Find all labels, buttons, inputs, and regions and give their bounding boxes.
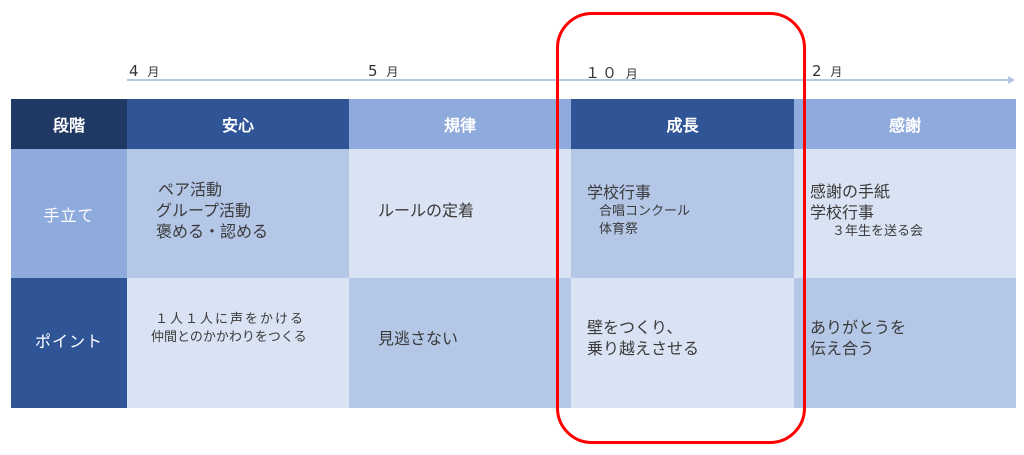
header-kiritsu: 規律 (349, 99, 571, 149)
month-label-april: 4 月 (129, 62, 162, 80)
header-stage: 段階 (11, 99, 127, 149)
row-label-point: ポイント (11, 278, 127, 408)
timeline-axis (127, 79, 1009, 81)
month-label-october: １０ 月 (585, 64, 640, 82)
row-label-tedate: 手立て (11, 149, 127, 278)
cell-tedate-anshin: ペア活動 グループ活動 褒める・認める (127, 149, 349, 278)
cell-point-seicho: 壁をつくり、 乗り越えさせる (571, 278, 794, 408)
cell-point-kansha: ありがとうを 伝え合う (794, 278, 1016, 408)
header-seicho: 成長 (571, 99, 794, 149)
month-label-february: 2 月 (812, 62, 845, 80)
cell-point-anshin: １人１人に声をかける 仲間とのかかわりをつくる (127, 278, 349, 408)
cell-tedate-seicho: 学校行事 合唱コンクール 体育祭 (571, 149, 794, 278)
cell-tedate-kansha: 感謝の手紙 学校行事 ３年生を送る会 (794, 149, 1016, 278)
arrow-right-icon (1008, 76, 1015, 84)
header-kansha: 感謝 (794, 99, 1016, 149)
month-label-may: 5 月 (368, 62, 401, 80)
cell-tedate-kiritsu: ルールの定着 (349, 149, 571, 278)
cell-point-kiritsu: 見逃さない (349, 278, 571, 408)
header-anshin: 安心 (127, 99, 349, 149)
